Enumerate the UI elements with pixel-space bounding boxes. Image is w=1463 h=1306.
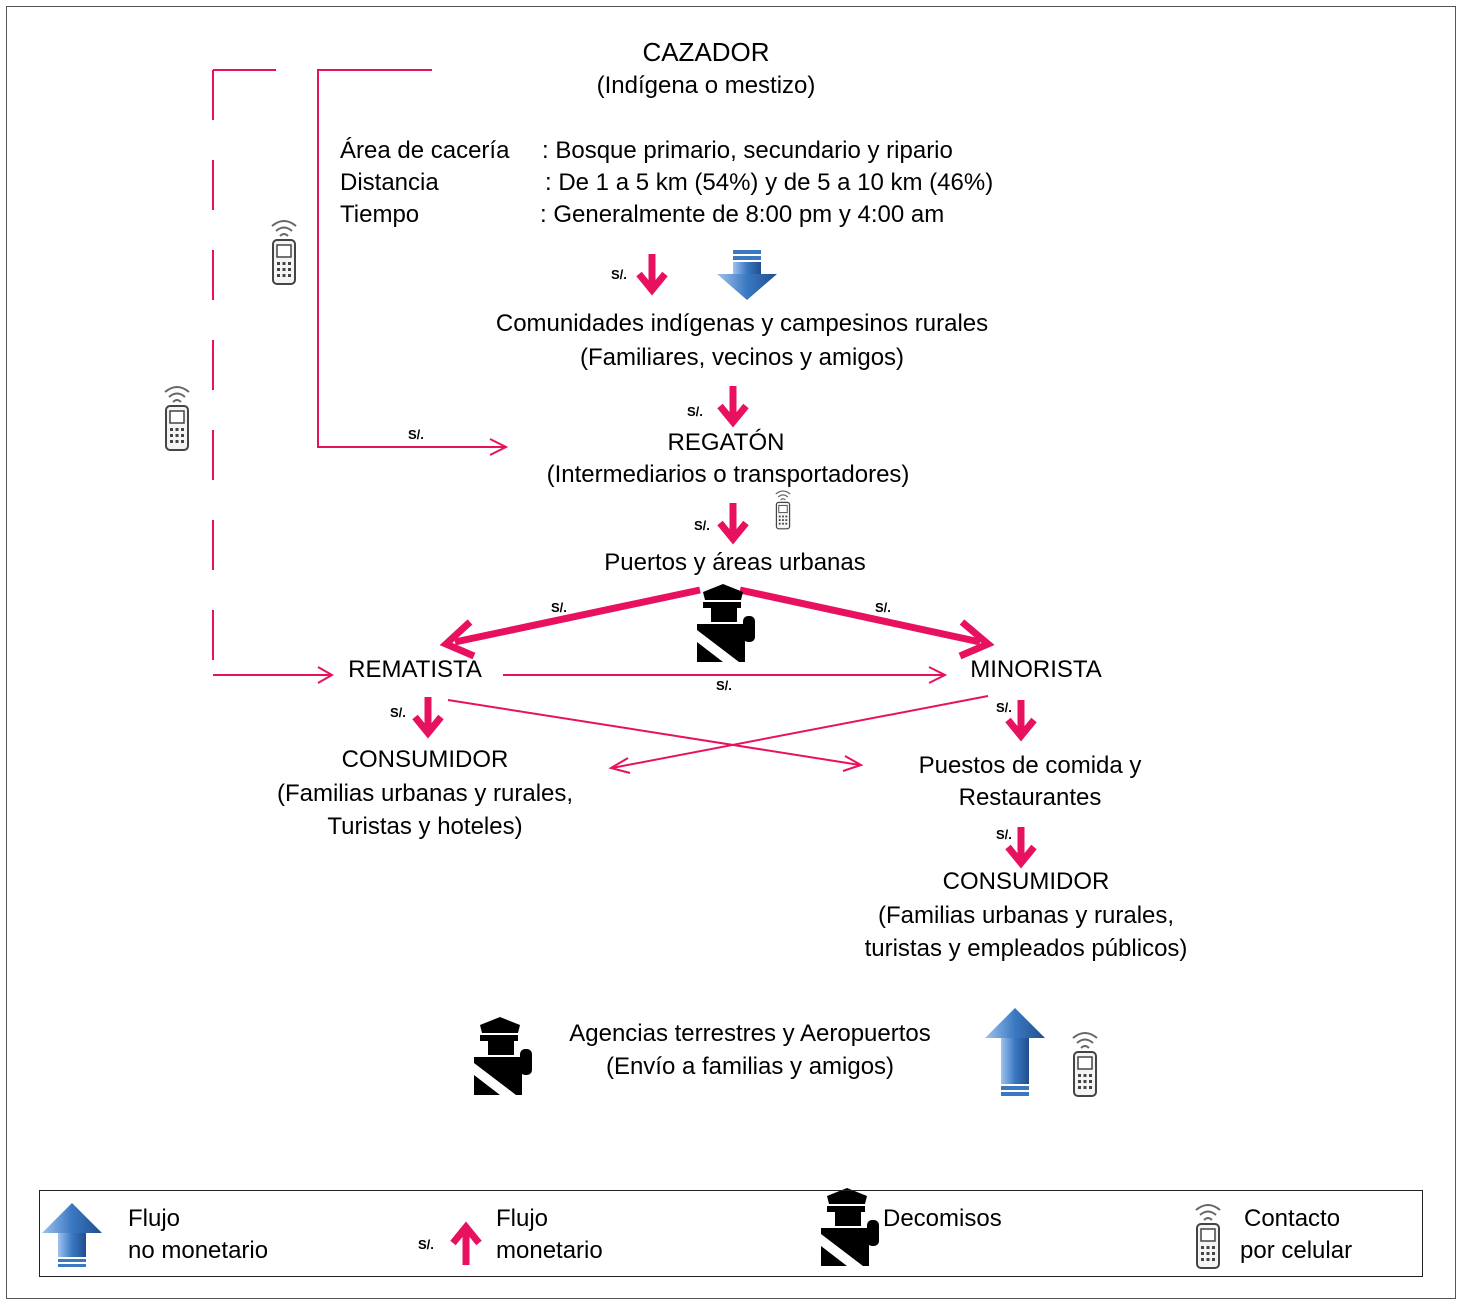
arrow-ports-to-rematista bbox=[439, 586, 701, 660]
pink-arrow-icon bbox=[639, 254, 665, 290]
legend-cell-line2: por celular bbox=[1240, 1237, 1353, 1264]
food-line1: Puestos de comida y bbox=[918, 752, 1142, 779]
police-officer-icon bbox=[474, 1017, 532, 1095]
currency-label: S/. bbox=[875, 600, 891, 615]
pink-arrow-icon bbox=[415, 697, 441, 733]
pink-arrow-icon bbox=[720, 386, 746, 422]
arrow-minorista-to-consumer bbox=[608, 695, 989, 774]
legend-seizures: Decomisos bbox=[883, 1205, 1002, 1232]
communities-title: Comunidades indígenas y campesinos rural… bbox=[495, 310, 989, 337]
consumer-right-title: CONSUMIDOR bbox=[942, 868, 1110, 895]
hunting-area-label: Área de cacería bbox=[340, 137, 510, 164]
legend-box bbox=[39, 1190, 1423, 1277]
pink-arrow-icon bbox=[720, 503, 746, 539]
cell-phone-icon bbox=[775, 490, 791, 530]
police-officer-icon bbox=[697, 584, 755, 662]
communities-subtitle: (Familiares, vecinos y amigos) bbox=[579, 344, 905, 371]
diagram-frame bbox=[6, 6, 1456, 1299]
regaton-title: REGATÓN bbox=[667, 429, 785, 456]
hunter-subtitle: (Indígena o mestizo) bbox=[596, 72, 816, 99]
blue-arrow-icon bbox=[717, 250, 777, 300]
currency-label: S/. bbox=[408, 427, 424, 442]
hunting-area-value: : Bosque primario, secundario y ripario bbox=[542, 137, 953, 164]
time-value: : Generalmente de 8:00 pm y 4:00 am bbox=[540, 201, 945, 228]
currency-label: S/. bbox=[611, 267, 627, 282]
cell-phone-icon bbox=[271, 220, 297, 285]
currency-label: S/. bbox=[390, 705, 406, 720]
arrow-rematista-to-food bbox=[447, 699, 864, 772]
currency-label: S/. bbox=[996, 700, 1012, 715]
distance-label: Distancia bbox=[340, 169, 439, 196]
consumer-right-line2: turistas y empleados públicos) bbox=[864, 935, 1188, 962]
time-label: Tiempo bbox=[340, 201, 420, 228]
consumer-right-line1: (Familias urbanas y rurales, bbox=[877, 902, 1175, 929]
arrow-ports-to-minorista bbox=[739, 586, 995, 660]
currency-label: S/. bbox=[716, 678, 732, 693]
agencies-line1: Agencias terrestres y Aeropuertos bbox=[569, 1020, 931, 1047]
legend-monetary-line1: Flujo bbox=[496, 1205, 549, 1232]
line-hunter-to-regaton bbox=[317, 69, 509, 456]
hunter-title: CAZADOR bbox=[642, 37, 770, 67]
legend-monetary-line2: monetario bbox=[496, 1237, 603, 1264]
cell-phone-icon bbox=[164, 386, 190, 451]
pink-arrow-icon bbox=[450, 1221, 482, 1265]
blue-arrow-icon bbox=[42, 1203, 102, 1267]
legend-currency-label: S/. bbox=[418, 1237, 434, 1252]
minorista-title: MINORISTA bbox=[970, 656, 1102, 683]
currency-label: S/. bbox=[687, 404, 703, 419]
legend-cell-line1: Contacto bbox=[1244, 1205, 1341, 1232]
currency-label: S/. bbox=[996, 827, 1012, 842]
currency-label: S/. bbox=[694, 518, 710, 533]
cell-phone-icon bbox=[1072, 1032, 1098, 1097]
consumer-left-title: CONSUMIDOR bbox=[341, 746, 509, 773]
food-line2: Restaurantes bbox=[958, 784, 1102, 811]
rematista-title: REMATISTA bbox=[348, 656, 482, 683]
blue-arrow-icon bbox=[985, 1008, 1045, 1096]
agencies-line2: (Envío a familias y amigos) bbox=[605, 1053, 895, 1080]
consumer-left-line1: (Familias urbanas y rurales, bbox=[276, 780, 574, 807]
legend-non-monetary-line2: no monetario bbox=[128, 1237, 269, 1264]
legend-non-monetary-line1: Flujo bbox=[128, 1205, 181, 1232]
distance-value: : De 1 a 5 km (54%) y de 5 a 10 km (46%) bbox=[545, 169, 994, 196]
regaton-subtitle: (Intermediarios o transportadores) bbox=[546, 461, 910, 488]
consumer-left-line2: Turistas y hoteles) bbox=[327, 813, 523, 840]
dashed-hunter-to-rematista-line bbox=[212, 69, 335, 684]
currency-label: S/. bbox=[551, 600, 567, 615]
ports-title: Puertos y áreas urbanas bbox=[604, 549, 866, 576]
arrow-rematista-to-minorista bbox=[503, 666, 948, 684]
